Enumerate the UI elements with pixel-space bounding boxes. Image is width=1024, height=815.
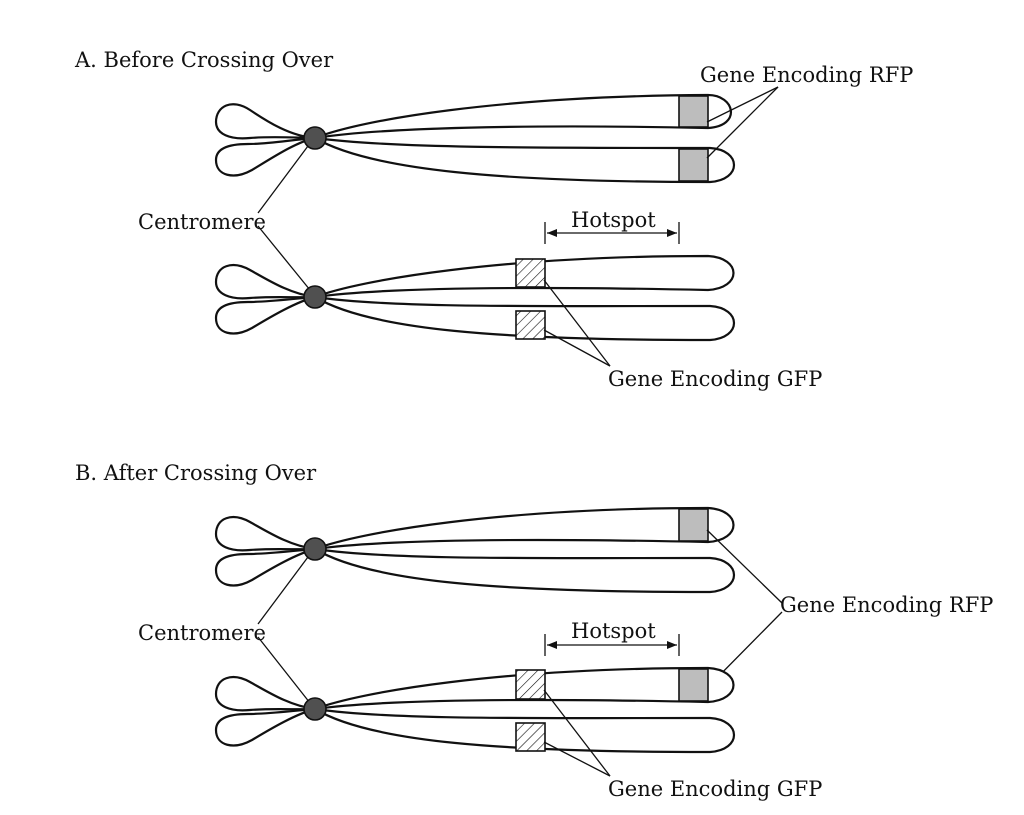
panel-a-centromere-label: Centromere	[138, 210, 266, 234]
centromere	[303, 126, 327, 150]
chromatid-lower	[214, 136, 316, 177]
panel-b-chromosome-1	[214, 506, 736, 594]
gfp-gene-band	[515, 258, 546, 288]
panel-a-gfp-label: Gene Encoding GFP	[608, 367, 822, 391]
chromatid-upper	[214, 516, 316, 552]
gfp-leader-line	[543, 741, 611, 777]
hotspot-arrow-left	[547, 641, 557, 649]
panel-a-title: A. Before Crossing Over	[74, 48, 334, 72]
rfp-gene-band	[678, 508, 709, 542]
centromere-leader-line	[257, 145, 309, 214]
centromere-leader-line	[257, 556, 309, 625]
panel-a-chromosome-gfp	[214, 254, 736, 342]
rfp-leader-line	[706, 86, 779, 123]
gfp-gene-band	[515, 722, 546, 752]
panel-a-hotspot-label: Hotspot	[571, 208, 656, 232]
chromatid-upper	[214, 676, 316, 712]
gfp-leader-line	[543, 689, 611, 777]
gfp-gene-band	[515, 669, 546, 700]
rfp-gene-band	[678, 148, 709, 182]
hotspot-arrow-left	[547, 229, 557, 237]
panel-b-chromosome-2	[214, 666, 736, 754]
panel-b-centromere-label: Centromere	[138, 621, 266, 645]
chromatid-lower	[314, 547, 736, 594]
centromere-leader-line	[257, 636, 311, 704]
chromatid-upper	[214, 264, 316, 300]
centromere-leader-line	[257, 225, 311, 291]
chromatid-upper	[314, 506, 735, 551]
panel-b-title: B. After Crossing Over	[75, 461, 317, 485]
panel-a-chromosome-rfp	[214, 93, 736, 184]
rfp-gene-band	[678, 668, 709, 702]
hotspot-arrow-right	[667, 641, 677, 649]
chromatid-upper	[214, 103, 316, 140]
hotspot-arrow-right	[667, 229, 677, 237]
gfp-leader-line	[543, 329, 611, 367]
centromere	[303, 285, 327, 309]
chromatid-lower	[214, 547, 316, 587]
chromatid-lower	[214, 295, 316, 335]
panel-b-hotspot-label: Hotspot	[571, 619, 656, 643]
rfp-leader-line	[706, 86, 779, 159]
rfp-gene-band	[678, 95, 709, 128]
rfp-leader-line	[706, 529, 783, 604]
chromatid-lower	[214, 707, 316, 747]
panel-b-gfp-label: Gene Encoding GFP	[608, 777, 822, 801]
centromere	[303, 537, 327, 561]
panel-a-rfp-label: Gene Encoding RFP	[700, 63, 913, 87]
chromatid-lower	[314, 136, 736, 184]
gfp-gene-band	[515, 310, 546, 340]
chromatid-upper	[314, 93, 732, 140]
panel-b-rfp-label: Gene Encoding RFP	[780, 593, 993, 617]
gfp-leader-line	[543, 279, 611, 367]
centromere	[303, 697, 327, 721]
